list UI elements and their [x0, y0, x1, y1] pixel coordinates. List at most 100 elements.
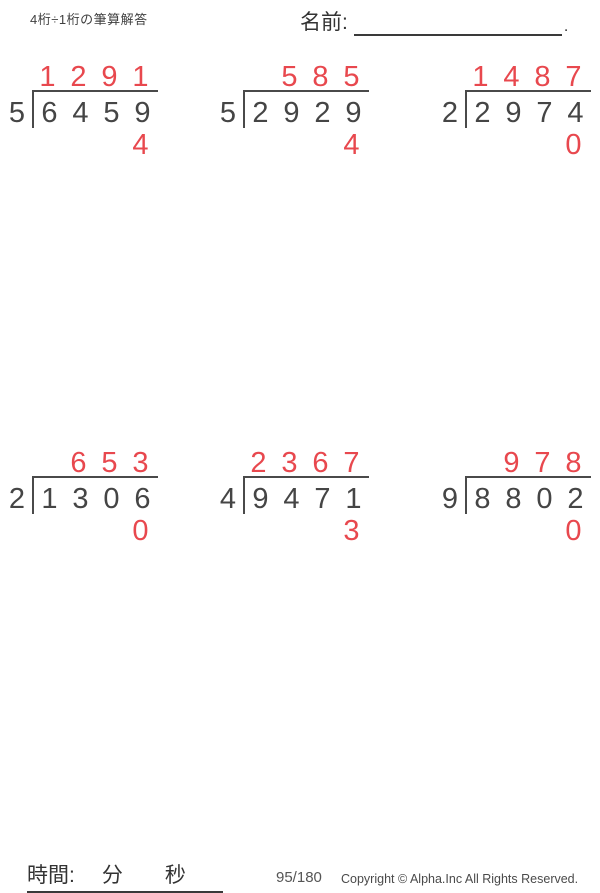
- remainder: 4: [343, 129, 360, 161]
- dividend-digit: 6: [41, 97, 58, 129]
- quotient-digit: 2: [70, 61, 87, 93]
- dividend-digit: 9: [134, 97, 151, 129]
- division-problem-2: 5 8 5 5 2 9 2 9 4: [213, 61, 373, 161]
- dividend-digit: 8: [505, 483, 522, 515]
- long-division-bracket: 6 4 5 9: [32, 90, 158, 128]
- dividend-digit: 2: [252, 97, 269, 129]
- quotient-digit: 6: [312, 447, 329, 479]
- division-problem-5: 2 3 6 7 4 9 4 7 1 3: [213, 447, 373, 547]
- dividend-digit: 9: [345, 97, 362, 129]
- dividend-digit: 2: [314, 97, 331, 129]
- dividend-digit: 9: [252, 483, 269, 515]
- seconds-label: 秒: [164, 864, 186, 887]
- remainder-row: 0: [558, 515, 595, 547]
- quotient-digit: 5: [281, 61, 298, 93]
- quotient-digit: [465, 450, 496, 476]
- quotient-row: 1 2 9 1: [32, 61, 162, 93]
- quotient-row: 5 8 5: [243, 61, 373, 93]
- remainder-row: 0: [125, 515, 162, 547]
- remainder-row: 4: [125, 129, 162, 161]
- name-line-period: .: [563, 18, 569, 35]
- divisor: 4: [219, 483, 237, 515]
- long-division-bracket: 2 9 2 9: [243, 90, 369, 128]
- quotient-digit: 7: [565, 61, 582, 93]
- dividend-digit: 3: [72, 483, 89, 515]
- quotient-row: 9 7 8: [465, 447, 595, 479]
- dividend-digit: 8: [474, 483, 491, 515]
- dividend-digit: 1: [41, 483, 58, 515]
- quotient-digit: 1: [132, 61, 149, 93]
- remainder-row: 3: [336, 515, 373, 547]
- dividend-digit: 0: [536, 483, 553, 515]
- dividend-digit: 4: [72, 97, 89, 129]
- quotient-digit: 7: [343, 447, 360, 479]
- dividend-digit: 5: [103, 97, 120, 129]
- divisor: 2: [8, 483, 26, 515]
- divisor: 2: [441, 97, 459, 129]
- remainder: 4: [132, 129, 149, 161]
- quotient-digit: [32, 450, 63, 476]
- quotient-digit: 5: [343, 61, 360, 93]
- time-label: 時間:: [27, 864, 75, 887]
- remainder: 0: [565, 515, 582, 547]
- remainder-row: 0: [558, 129, 595, 161]
- remainder: 3: [343, 515, 360, 547]
- time-field: 時間: 分 秒: [27, 859, 223, 893]
- quotient-digit: 1: [472, 61, 489, 93]
- quotient-digit: 5: [101, 447, 118, 479]
- division-problem-1: 1 2 9 1 5 6 4 5 9 4: [2, 61, 162, 161]
- quotient-digit: 6: [70, 447, 87, 479]
- dividend-row: 5 6 4 5 9: [2, 90, 162, 128]
- dividend-row: 2 1 3 0 6: [2, 476, 162, 514]
- worksheet-title: 4桁÷1桁の筆算解答: [30, 12, 148, 27]
- name-label: 名前:: [300, 11, 348, 34]
- quotient-digit: 8: [565, 447, 582, 479]
- name-blank-line: [353, 10, 562, 36]
- dividend-digit: 2: [567, 483, 584, 515]
- quotient-digit: 3: [132, 447, 149, 479]
- long-division-bracket: 1 3 0 6: [32, 476, 158, 514]
- division-problem-3: 1 4 8 7 2 2 9 7 4 0: [435, 61, 595, 161]
- dividend-digit: 7: [536, 97, 553, 129]
- dividend-digit: 9: [283, 97, 300, 129]
- dividend-digit: 9: [505, 97, 522, 129]
- quotient-digit: 7: [534, 447, 551, 479]
- name-field: 名前: .: [300, 6, 568, 36]
- quotient-digit: 9: [101, 61, 118, 93]
- quotient-digit: 3: [281, 447, 298, 479]
- divisor: 5: [8, 97, 26, 129]
- long-division-bracket: 2 9 7 4: [465, 90, 591, 128]
- remainder-row: 4: [336, 129, 373, 161]
- dividend-row: 9 8 8 0 2: [435, 476, 595, 514]
- long-division-bracket: 8 8 0 2: [465, 476, 591, 514]
- quotient-digit: 8: [534, 61, 551, 93]
- dividend-digit: 4: [283, 483, 300, 515]
- dividend-row: 4 9 4 7 1: [213, 476, 373, 514]
- division-problem-4: 6 5 3 2 1 3 0 6 0: [2, 447, 162, 547]
- quotient-digit: 1: [39, 61, 56, 93]
- dividend-row: 5 2 9 2 9: [213, 90, 373, 128]
- quotient-digit: 9: [503, 447, 520, 479]
- long-division-bracket: 9 4 7 1: [243, 476, 369, 514]
- dividend-digit: 2: [474, 97, 491, 129]
- remainder: 0: [132, 515, 149, 547]
- quotient-row: 2 3 6 7: [243, 447, 373, 479]
- quotient-digit: [243, 64, 274, 90]
- dividend-digit: 7: [314, 483, 331, 515]
- dividend-row: 2 2 9 7 4: [435, 90, 595, 128]
- copyright-notice: Copyright © Alpha.Inc All Rights Reserve…: [341, 872, 579, 886]
- quotient-row: 1 4 8 7: [465, 61, 595, 93]
- dividend-digit: 0: [103, 483, 120, 515]
- quotient-digit: 2: [250, 447, 267, 479]
- quotient-digit: 4: [503, 61, 520, 93]
- divisor: 5: [219, 97, 237, 129]
- minutes-label: 分: [101, 864, 123, 887]
- quotient-digit: 8: [312, 61, 329, 93]
- dividend-digit: 1: [345, 483, 362, 515]
- divisor: 9: [441, 483, 459, 515]
- division-problem-6: 9 7 8 9 8 8 0 2 0: [435, 447, 595, 547]
- quotient-row: 6 5 3: [32, 447, 162, 479]
- page-indicator: 95/180: [276, 869, 322, 886]
- dividend-digit: 4: [567, 97, 584, 129]
- remainder: 0: [565, 129, 582, 161]
